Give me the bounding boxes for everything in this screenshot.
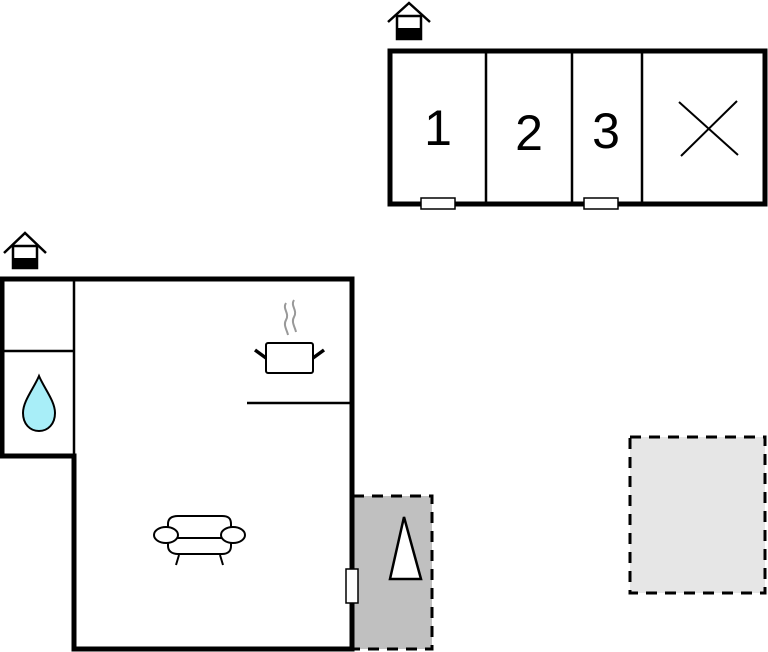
tree-icon: [388, 516, 423, 581]
house-level-icon: [387, 1, 431, 41]
room-2-label: 2: [515, 105, 543, 161]
room-3-label: 3: [592, 103, 620, 159]
lower-building: [0, 231, 359, 652]
sofa-icon: [153, 515, 246, 566]
terrace: [351, 494, 434, 651]
water-drop-icon: [21, 373, 57, 433]
window: [583, 197, 619, 210]
window: [345, 568, 359, 604]
outdoor-area: [628, 435, 767, 595]
upper-building-walls: [387, 48, 768, 207]
house-level-icon: [3, 231, 47, 270]
lower-building-walls: [0, 276, 355, 652]
upper-building: 1 2 3: [387, 1, 768, 210]
cooking-pot-icon: [253, 299, 326, 374]
room-1-label: 1: [424, 100, 452, 156]
cross-icon: [678, 100, 739, 157]
window: [420, 197, 456, 210]
